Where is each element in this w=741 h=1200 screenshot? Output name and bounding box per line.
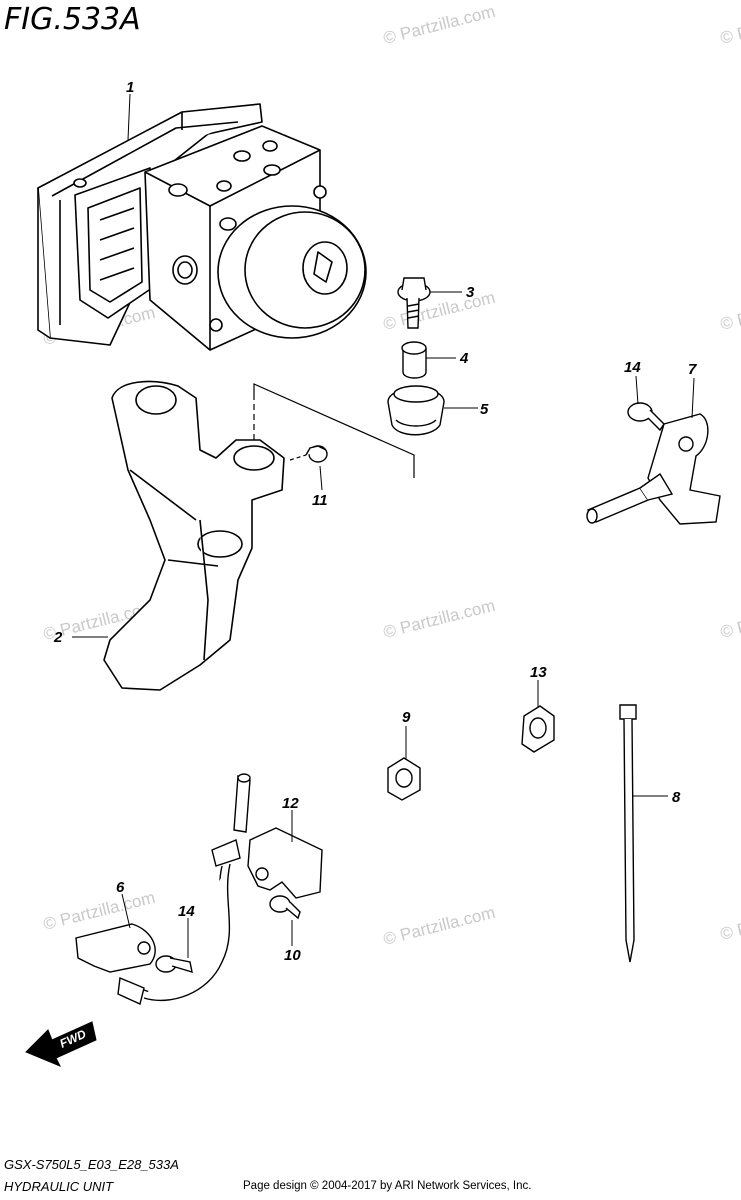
watermark: © Partzilla.com	[718, 288, 741, 334]
watermark: © Partzilla.com	[381, 2, 497, 48]
watermark: © Partzilla.com	[718, 898, 741, 944]
callout-part-9[interactable]: 9	[402, 709, 411, 726]
sensor-bolt-lower-drawing	[156, 956, 192, 972]
clamp-13-drawing	[522, 706, 554, 752]
callout-part-14-upper[interactable]: 14	[624, 359, 641, 376]
callout-part-2[interactable]: 2	[53, 629, 63, 646]
watermark: © Partzilla.com	[381, 903, 497, 949]
small-bolt-drawing	[306, 446, 327, 462]
callout-part-5[interactable]: 5	[480, 401, 489, 418]
callout-part-7[interactable]: 7	[688, 361, 697, 378]
watermark: © Partzilla.com	[718, 596, 741, 642]
callout-part-6[interactable]: 6	[116, 879, 125, 896]
callouts: 1 2 3 4 5 6 7 8 9 10 11 12 13 14 14	[53, 79, 697, 964]
callout-part-11[interactable]: 11	[312, 492, 328, 509]
hydraulic-unit-drawing	[38, 104, 366, 350]
assembly-line	[254, 384, 414, 478]
callout-part-10[interactable]: 10	[284, 947, 301, 964]
watermark: © Partzilla.com	[718, 2, 741, 48]
front-sensor-drawing	[587, 414, 720, 524]
grommet-drawing	[388, 386, 444, 435]
callout-part-1[interactable]: 1	[126, 79, 134, 96]
callout-part-8[interactable]: 8	[672, 789, 681, 806]
section-name: HYDRAULIC UNIT	[4, 1179, 114, 1194]
bolt-drawing	[398, 278, 430, 328]
watermark: © Partzilla.com	[381, 596, 497, 642]
cable-tie-drawing	[620, 705, 636, 962]
callout-part-14-lower[interactable]: 14	[178, 903, 195, 920]
fwd-arrow: FWD	[26, 1022, 96, 1066]
bolt-10-drawing	[270, 896, 300, 918]
callout-part-4[interactable]: 4	[459, 350, 469, 367]
model-code: GSX-S750L5_E03_E28_533A	[4, 1157, 179, 1172]
callout-part-3[interactable]: 3	[466, 284, 475, 301]
collar-drawing	[402, 342, 426, 378]
bracket-drawing	[104, 382, 284, 690]
sensor-bolt-right-drawing	[628, 403, 664, 430]
callout-part-12[interactable]: 12	[282, 795, 299, 812]
leader-lines	[72, 94, 694, 958]
copyright-notice: Page design © 2004-2017 by ARI Network S…	[243, 1180, 532, 1192]
clamp-bracket-drawing	[248, 828, 322, 898]
callout-part-13[interactable]: 13	[530, 664, 547, 681]
figure-title: FIG.533A	[4, 2, 141, 37]
clamp-9-drawing	[388, 758, 420, 800]
